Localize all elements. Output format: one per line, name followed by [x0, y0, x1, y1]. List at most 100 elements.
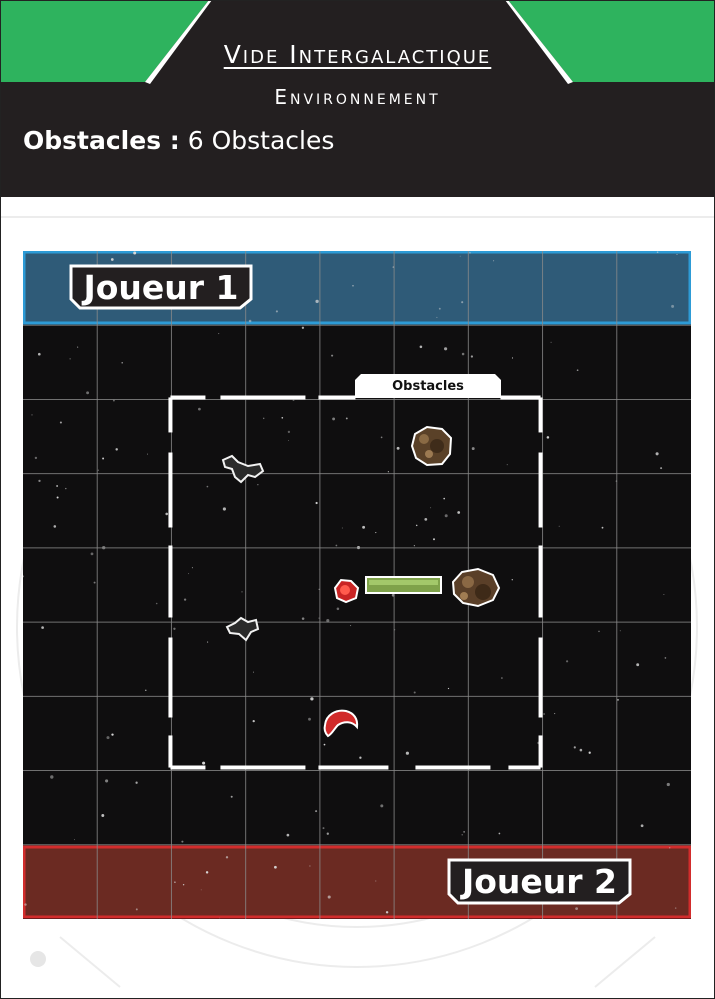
star [415, 524, 418, 527]
star [34, 456, 38, 460]
star [286, 833, 290, 837]
star [230, 795, 233, 798]
star [202, 761, 206, 765]
star [301, 326, 305, 329]
star [436, 316, 438, 318]
star [656, 251, 659, 254]
obstacle-red-fragment[interactable] [331, 576, 361, 604]
obstacle-red-crescent[interactable] [322, 707, 360, 739]
star [288, 440, 289, 441]
star [198, 407, 201, 411]
star [511, 579, 513, 581]
obstacle-debris-cloud[interactable] [220, 453, 265, 485]
star [69, 358, 71, 360]
obstacles-area-tab: Obstacles [355, 374, 501, 398]
star [65, 487, 67, 490]
star [664, 657, 667, 659]
star [207, 641, 209, 643]
star [332, 417, 336, 421]
star [566, 660, 569, 663]
star [663, 594, 665, 596]
star [206, 485, 209, 488]
star [310, 697, 314, 701]
star [444, 347, 448, 351]
star [318, 588, 320, 590]
star [97, 469, 99, 471]
star [281, 416, 284, 419]
star [619, 630, 621, 632]
star [257, 484, 259, 486]
star [674, 907, 677, 909]
star [345, 417, 348, 420]
card-title: Vide Intergalactique [223, 40, 492, 69]
star [101, 814, 105, 817]
star [110, 258, 114, 261]
star [470, 355, 474, 358]
star [543, 713, 545, 715]
star [135, 908, 138, 911]
player1-label-text: Joueur 1 [83, 267, 239, 307]
star [56, 485, 58, 487]
obstacle-asteroid-large[interactable] [409, 424, 455, 468]
player1-label: Joueur 1 [68, 263, 254, 311]
star [375, 532, 377, 534]
star [576, 369, 579, 372]
star [241, 591, 243, 593]
star [86, 391, 90, 395]
star [558, 525, 560, 527]
header-accent-shapes [0, 0, 715, 84]
star [315, 299, 319, 304]
star [501, 677, 503, 679]
star [459, 255, 461, 257]
obstacles-area-tab-text: Obstacles [392, 378, 464, 394]
star [24, 903, 27, 906]
star [550, 341, 552, 343]
star [341, 527, 343, 529]
star [145, 689, 147, 691]
star [655, 452, 659, 456]
star [309, 865, 311, 867]
star [669, 847, 671, 849]
star [362, 525, 366, 529]
star [493, 260, 495, 262]
star [430, 507, 432, 509]
player2-label: Joueur 2 [446, 857, 633, 906]
star [274, 865, 277, 869]
star [93, 581, 96, 584]
star [31, 414, 33, 416]
star [387, 471, 389, 473]
star [598, 630, 600, 633]
star [457, 511, 461, 514]
star [318, 617, 320, 619]
star [315, 810, 318, 813]
star [498, 832, 501, 835]
star [461, 301, 464, 304]
space-background [23, 251, 691, 919]
star [419, 345, 423, 349]
obstacle-debris-small[interactable] [224, 615, 261, 643]
star [636, 663, 640, 667]
star [182, 883, 185, 886]
star [380, 804, 384, 808]
star [326, 832, 329, 835]
card-header: Vide Intergalactique Environnement Obsta… [0, 0, 715, 197]
star [191, 567, 193, 569]
obstacle-green-barrier[interactable] [365, 576, 442, 594]
star [308, 717, 311, 721]
star [50, 775, 54, 779]
star [248, 319, 252, 323]
star [112, 399, 115, 402]
star [275, 310, 278, 313]
star [601, 526, 604, 529]
star [676, 253, 678, 255]
obstacle-asteroid-right[interactable] [448, 566, 502, 610]
obstacles-value: 6 Obstacles [187, 126, 335, 155]
star [205, 871, 209, 874]
obstacle-area-outline [168, 395, 543, 770]
star [588, 751, 591, 754]
obstacles-label: Obstacles : [23, 126, 180, 155]
star [443, 497, 445, 500]
star [173, 627, 176, 630]
star [115, 448, 118, 451]
star [262, 417, 265, 420]
